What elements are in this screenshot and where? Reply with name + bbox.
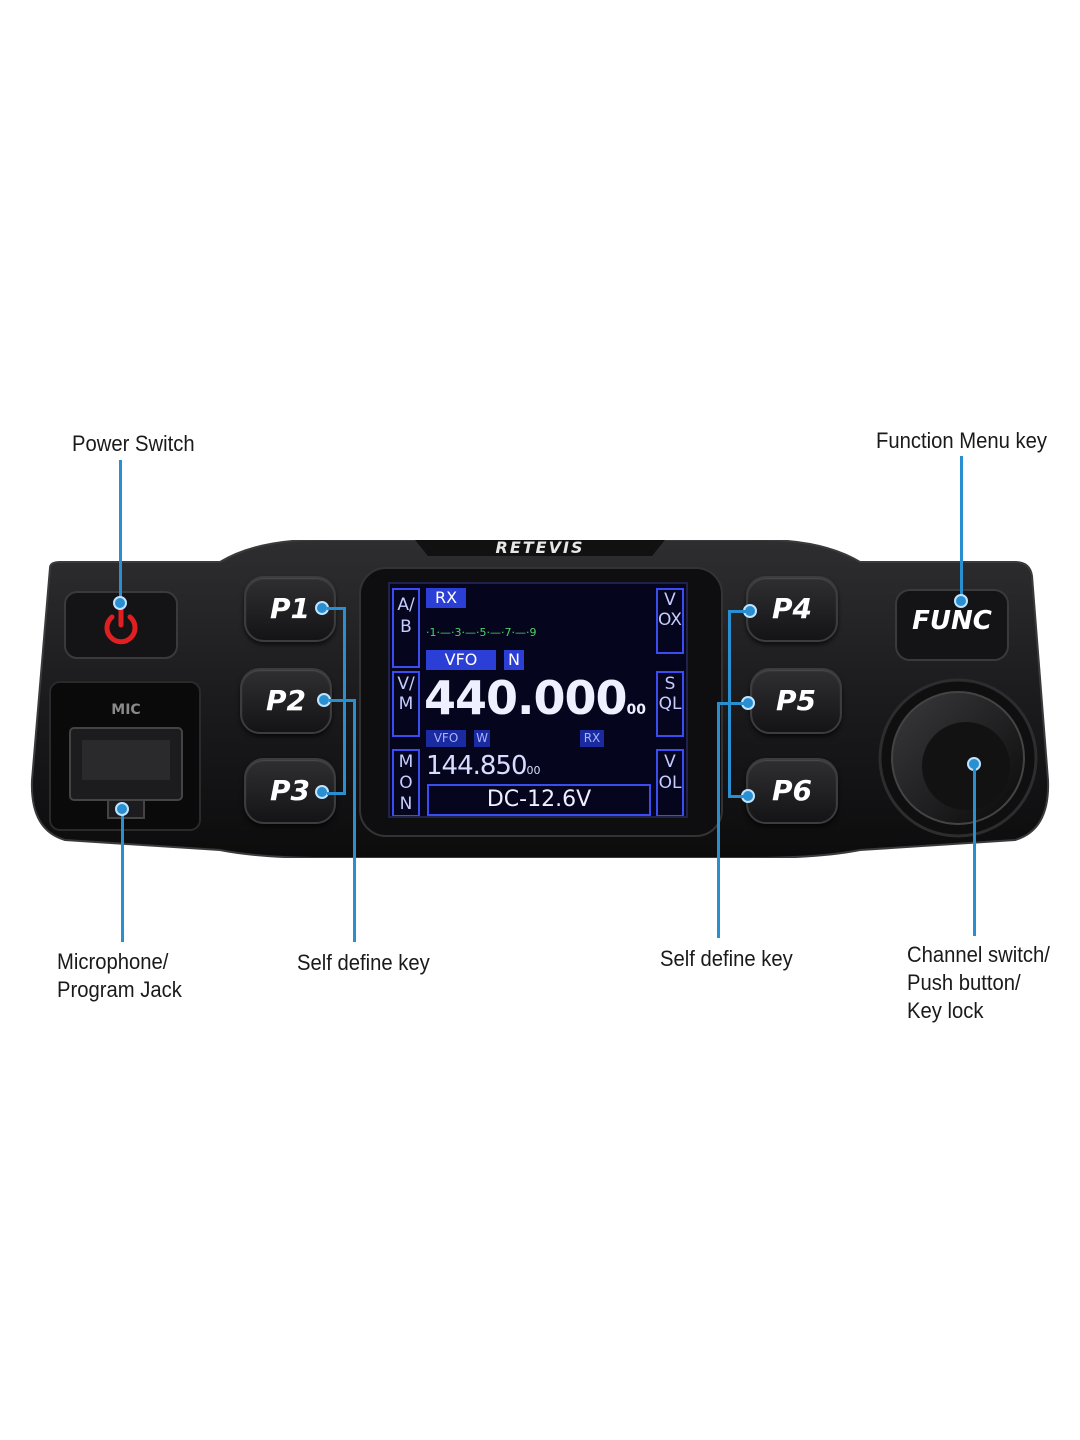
lcd-label-vm: V/M <box>397 674 415 714</box>
callout-function-menu-key: Function Menu key <box>876 428 1048 453</box>
leader-channel <box>973 764 976 936</box>
lcd-narrow-badge: N <box>504 650 524 670</box>
leader-p1-h <box>327 607 345 610</box>
lcd-main-frequency-value: 440.000 <box>424 671 628 725</box>
power-icon <box>104 606 138 645</box>
lcd-main-frequency: 440.00000 <box>424 670 656 726</box>
lcd-sub-vfo: VFO <box>426 730 466 747</box>
mic-label: MIC <box>111 702 141 718</box>
lcd-main-frequency-suffix: 00 <box>626 702 646 718</box>
lcd-sub-rx: RX <box>580 730 604 747</box>
lcd-display: A/B V/M MON VOX SQL VOL RX ·1·—·3·—·5·—·… <box>388 582 688 818</box>
lcd-label-vox: VOX <box>658 590 682 630</box>
leader-p6-h <box>728 795 744 798</box>
leader-p5-v <box>717 702 720 938</box>
p2-key[interactable]: P2 <box>240 668 332 734</box>
leader-power-switch <box>119 460 122 600</box>
lcd-voltage: DC-12.6V <box>486 787 592 812</box>
lcd-sub-wide: W <box>474 730 490 747</box>
lcd-rx-badge: RX <box>426 588 466 608</box>
lcd-label-sql: SQL <box>658 674 682 714</box>
lcd-sub-frequency-value: 144.850 <box>426 751 528 781</box>
leader-p5-h <box>717 702 744 705</box>
p6-key[interactable]: P6 <box>746 758 838 824</box>
leader-function-key-dot <box>954 594 968 608</box>
lcd-signal-scale: ·1·—·3·—·5·—·7·—·9 <box>426 626 537 639</box>
leader-p2-v <box>353 699 356 942</box>
p4-key[interactable]: P4 <box>746 576 838 642</box>
leader-function-key <box>960 456 963 598</box>
channel-knob[interactable] <box>880 680 1036 836</box>
leader-mic-jack <box>121 808 124 942</box>
lcd-vfo-badge: VFO <box>426 650 496 670</box>
callout-mic-jack: Microphone/ Program Jack <box>57 949 182 1002</box>
leader-mic-jack-dot <box>115 802 129 816</box>
leader-p4-h <box>728 610 746 613</box>
callout-self-define-left: Self define key <box>297 950 430 975</box>
callout-channel-switch: Channel switch/ Push button/ Key lock <box>907 942 1050 1023</box>
lcd-frames <box>392 588 684 816</box>
lcd-sub-frequency-suffix: 00 <box>526 764 541 777</box>
callout-power-switch: Power Switch <box>72 431 195 456</box>
lcd-label-ab: A/B <box>397 595 415 637</box>
callout-self-define-right: Self define key <box>660 946 793 971</box>
lcd-sub-frequency: 144.85000 <box>426 750 541 782</box>
brand-logo: RETEVIS <box>495 538 585 557</box>
power-button[interactable] <box>95 603 147 647</box>
func-button[interactable]: FUNC <box>912 606 992 636</box>
lcd-label-mon: MON <box>398 752 414 814</box>
lcd-label-vol: VOL <box>658 752 682 793</box>
leader-power-switch-dot <box>113 596 127 610</box>
leader-p2-h <box>329 699 356 702</box>
radio-body: RETEVIS FUNC MIC P1 P2 P3 P4 P5 P6 <box>30 538 1050 859</box>
p5-key[interactable]: P5 <box>750 668 842 734</box>
leader-p3-h <box>327 792 345 795</box>
